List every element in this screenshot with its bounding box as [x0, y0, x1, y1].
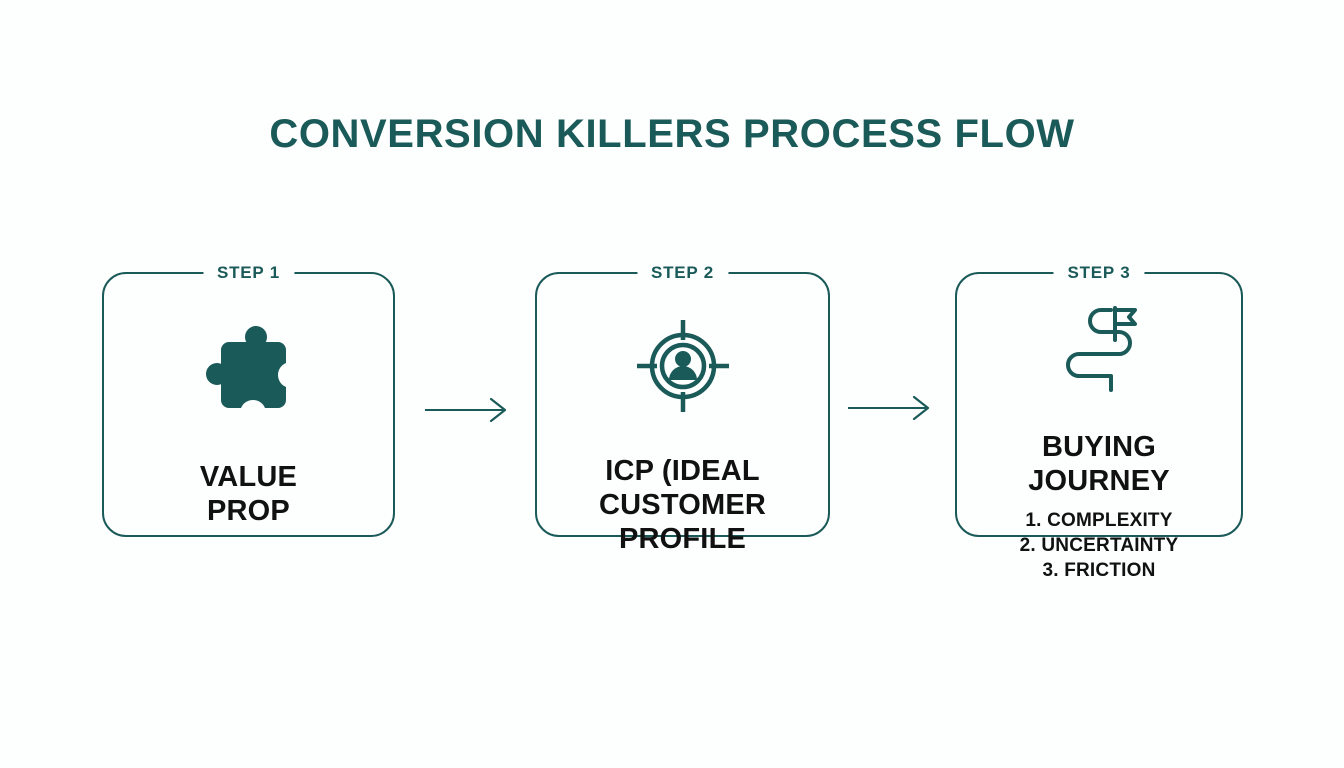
puzzle-piece-icon: [201, 322, 297, 414]
step-badge-1: STEP 1: [202, 262, 295, 284]
arrow-step1-to-step2: [425, 394, 513, 422]
page-title: CONVERSION KILLERS PROCESS FLOW: [269, 112, 1075, 156]
arrow-step2-to-step3: [848, 392, 936, 420]
card-title-3: BUYING JOURNEY: [1028, 431, 1170, 497]
list-item: 2. UNCERTAINTY: [1019, 535, 1179, 556]
winding-path-flag-icon: [1053, 300, 1145, 396]
step-badge-3: STEP 3: [1053, 262, 1145, 284]
target-person-icon: [633, 316, 733, 416]
list-item: 1. COMPLEXITY: [1025, 510, 1173, 531]
list-item: 3. FRICTION: [1042, 560, 1156, 581]
process-step-card-1[interactable]: STEP 1 VALUE PROP: [102, 262, 395, 537]
card3-border-gap: [1019, 518, 1183, 528]
card-title-1: VALUE PROP: [199, 461, 298, 527]
process-step-card-2[interactable]: STEP 2 ICP (IDEAL CUSTO: [535, 262, 830, 555]
step-badge-2: STEP 2: [636, 262, 729, 284]
card3-list: 1. COMPLEXITY 2. UNCERTAINTY 3. FRICTION: [1020, 508, 1179, 583]
process-step-card-3[interactable]: STEP 3 BUYING JOURNEY 1. COMPLEXITY: [955, 262, 1243, 581]
card-title-2: ICP (IDEAL CUSTOMER PROFILE: [598, 455, 767, 555]
